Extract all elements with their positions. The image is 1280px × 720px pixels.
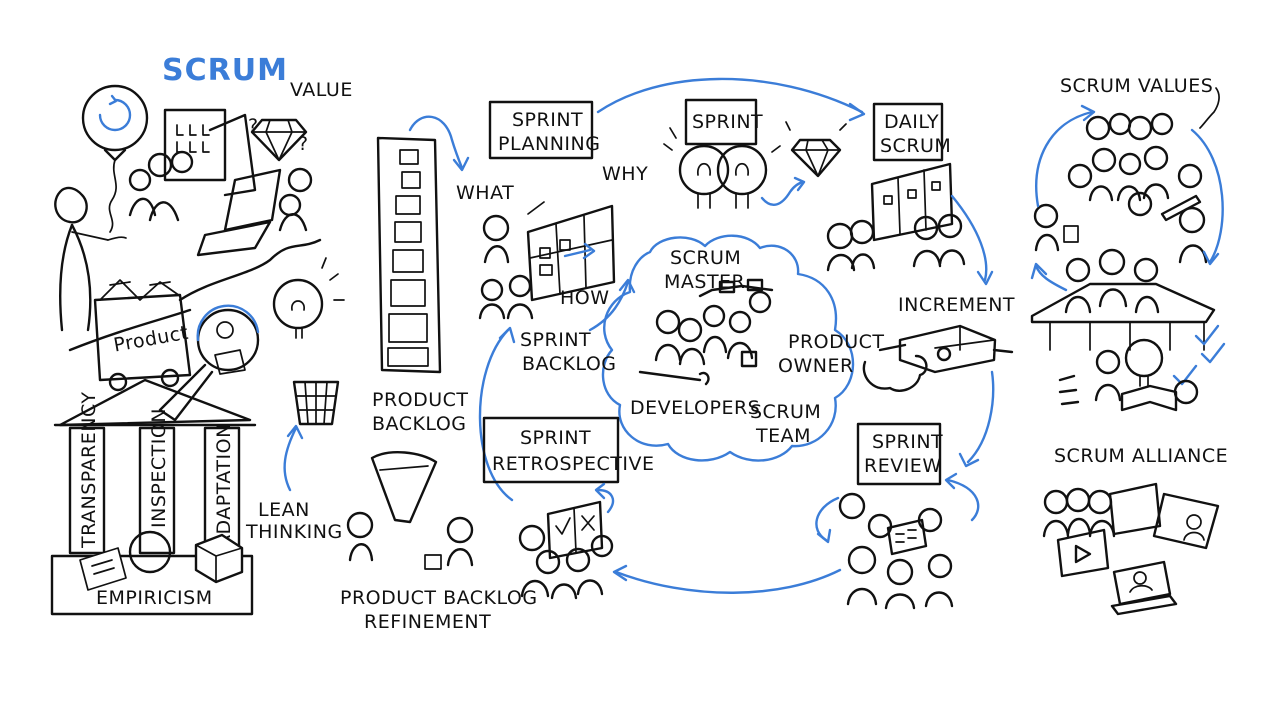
- scrum-alliance-scene: [1042, 482, 1220, 616]
- scrum-title: SCRUM: [162, 53, 288, 88]
- scrum-alliance-label: SCRUM ALLIANCE: [1054, 445, 1228, 467]
- product-label: Product: [112, 322, 190, 357]
- sprint-review-box: [856, 422, 942, 486]
- daily-scrum-label-1: DAILY: [884, 111, 939, 133]
- increment-label: INCREMENT: [898, 294, 1015, 316]
- cycle-arrow-bottom: [614, 568, 842, 594]
- balloon-cycle-icon: [81, 84, 149, 233]
- refinement-funnel: [346, 451, 474, 570]
- lean-arrow: [283, 426, 298, 492]
- lightbulb-icon: [272, 257, 345, 339]
- increment-rocket: [862, 324, 1014, 392]
- empiricism-temple: [50, 378, 257, 616]
- product-owner-label-1: PRODUCT: [788, 331, 885, 353]
- crowd-figures: [128, 150, 313, 232]
- sprint-lightbulbs-icon: [663, 127, 781, 209]
- what-label: WHAT: [456, 182, 514, 204]
- how-label: HOW: [560, 287, 610, 309]
- values-cycle-arc-right: [1190, 128, 1224, 264]
- product-backlog-label-2: BACKLOG: [372, 413, 467, 435]
- planning-board: [478, 201, 616, 320]
- values-lower-scene: [1058, 338, 1199, 412]
- refinement-label-1: PRODUCT BACKLOG: [340, 587, 538, 609]
- sprint-retro-label-2: RETROSPECTIVE: [492, 453, 654, 475]
- sprint-backlog-label-1: SPRINT: [520, 329, 591, 351]
- svg-text:?: ?: [298, 133, 309, 155]
- sprint-retro-label-1: SPRINT: [520, 427, 591, 449]
- increment-to-review-arrow: [966, 370, 995, 464]
- stakeholder-figure: [54, 186, 127, 332]
- road-path: [178, 238, 322, 302]
- backlog-to-planning-arrow: [408, 115, 464, 170]
- values-cycle-arc-top: [1035, 110, 1094, 208]
- product-cart: Product: [93, 279, 192, 392]
- value-label: VALUE: [290, 79, 353, 101]
- adaptation-label: ADAPTATION: [213, 423, 235, 548]
- sprint-to-value-arrow: [760, 180, 804, 206]
- empiricism-label: EMPIRICISM: [96, 587, 213, 609]
- product-owner-label-2: OWNER: [778, 355, 854, 377]
- review-loop-arrow-left: [815, 496, 840, 542]
- values-podium: [1030, 248, 1216, 351]
- transparency-label: TRANSPARENCY: [78, 391, 100, 549]
- cycle-arrow-left: [478, 328, 514, 502]
- daily-to-increment-arrow: [950, 194, 988, 282]
- scrum-team-label-2: TEAM: [755, 425, 811, 447]
- sprint-backlog-label-2: BACKLOG: [522, 353, 617, 375]
- team-members: [638, 278, 774, 386]
- trash-bin-icon: [292, 380, 340, 426]
- why-label: WHY: [602, 163, 648, 185]
- sprint-review-label-1: SPRINT: [872, 431, 943, 453]
- value-diamond-icon: [785, 121, 847, 178]
- developers-label: DEVELOPERS: [630, 397, 760, 419]
- refinement-label-2: REFINEMENT: [364, 611, 491, 633]
- sprint-planning-box: [488, 100, 594, 160]
- retro-loop-arrow: [596, 488, 615, 514]
- sprint-planning-label-1: SPRINT: [512, 109, 583, 131]
- scrum-master-label-1: SCRUM: [670, 247, 741, 269]
- daily-scrum-box: [872, 102, 944, 162]
- review-team: [838, 492, 954, 610]
- daily-scrum-label-2: SCRUM: [880, 135, 951, 157]
- documents-cube: [79, 530, 244, 591]
- scrum-team-cloud: [601, 234, 855, 462]
- svg-text:?: ?: [248, 115, 259, 137]
- product-backlog-label-1: PRODUCT: [372, 389, 469, 411]
- backlog-to-how-arrow: [588, 280, 630, 332]
- review-loop-arrow-right: [946, 478, 980, 522]
- scrum-values-label: SCRUM VALUES: [1060, 75, 1213, 97]
- scrum-values-people: [1033, 87, 1220, 264]
- thinking-label: THINKING: [245, 521, 343, 543]
- cycle-arrow-top: [596, 77, 864, 114]
- diamond-icon: ? ?: [248, 115, 309, 162]
- sprint-planning-label-2: PLANNING: [498, 133, 600, 155]
- magnifier-icon: [158, 304, 260, 422]
- sprint-retrospective-box: [482, 416, 620, 484]
- daily-scrum-board: [826, 162, 966, 272]
- product-backlog-column: [376, 136, 442, 374]
- road-path-edge: [68, 308, 192, 352]
- values-checkmarks: [1172, 324, 1226, 386]
- values-cycle-arc-left: [1034, 264, 1068, 292]
- sprint-review-label-2: REVIEW: [864, 455, 942, 477]
- inspection-label: INSPECTION: [148, 408, 170, 528]
- sprint-box: [684, 98, 758, 146]
- sprint-label: SPRINT: [692, 111, 763, 133]
- scrum-team-label-1: SCRUM: [750, 401, 821, 423]
- laptop-icon: [196, 168, 282, 257]
- retro-board: [518, 500, 614, 600]
- lean-label: LEAN: [258, 499, 310, 521]
